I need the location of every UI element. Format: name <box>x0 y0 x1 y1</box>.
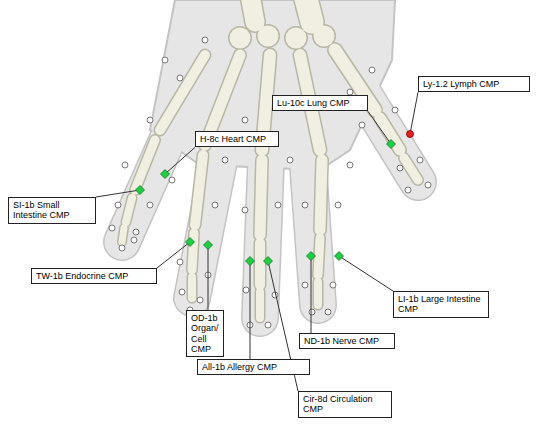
callout-box: OD-1b Organ/ Cell CMP <box>186 310 224 357</box>
callout-text: Cir-8d Circulation CMP <box>303 394 387 415</box>
leader-line <box>368 111 391 144</box>
callout-box: SI-1b Small Intestine CMP <box>8 197 96 224</box>
leader-line <box>250 261 251 359</box>
callout-text: SI-1b Small Intestine CMP <box>13 200 91 221</box>
leader-line <box>165 147 195 174</box>
leader-line <box>339 256 393 291</box>
point-marker <box>307 252 316 261</box>
callout-box: Lu-10c Lung CMP <box>272 95 368 111</box>
point-marker <box>186 238 195 247</box>
point-marker <box>335 252 344 261</box>
point-marker <box>161 170 170 179</box>
point-marker <box>204 241 213 250</box>
callout-text: TW-1b Endocrine CMP <box>36 271 152 281</box>
point-marker <box>136 186 145 195</box>
point-marker <box>264 257 273 266</box>
leader-line <box>157 242 190 268</box>
callout-box: TW-1b Endocrine CMP <box>31 268 157 284</box>
callout-text: H-8c Heart CMP <box>200 134 274 144</box>
callout-text: OD-1b Organ/ Cell CMP <box>191 313 219 354</box>
leader-line <box>410 92 418 134</box>
callout-box: H-8c Heart CMP <box>195 131 279 147</box>
callout-text: All-1b Allergy CMP <box>202 362 305 372</box>
callout-box: Ly-1.2 Lymph CMP <box>418 76 530 92</box>
callout-text: ND-1b Nerve CMP <box>304 336 390 346</box>
point-marker <box>387 140 396 149</box>
callout-box: Cir-8d Circulation CMP <box>298 391 392 418</box>
callout-text: Lu-10c Lung CMP <box>277 98 363 108</box>
leader-line <box>311 256 312 333</box>
point-marker <box>246 257 255 266</box>
leader-line <box>96 190 140 197</box>
leader-line <box>208 245 209 310</box>
callout-box: All-1b Allergy CMP <box>197 359 310 375</box>
callout-text: Ly-1.2 Lymph CMP <box>423 79 525 89</box>
callout-box: ND-1b Nerve CMP <box>299 333 395 349</box>
callout-text: LI-1b Large Intestine CMP <box>398 294 484 315</box>
callout-box: LI-1b Large Intestine CMP <box>393 291 489 318</box>
point-marker <box>407 131 414 138</box>
